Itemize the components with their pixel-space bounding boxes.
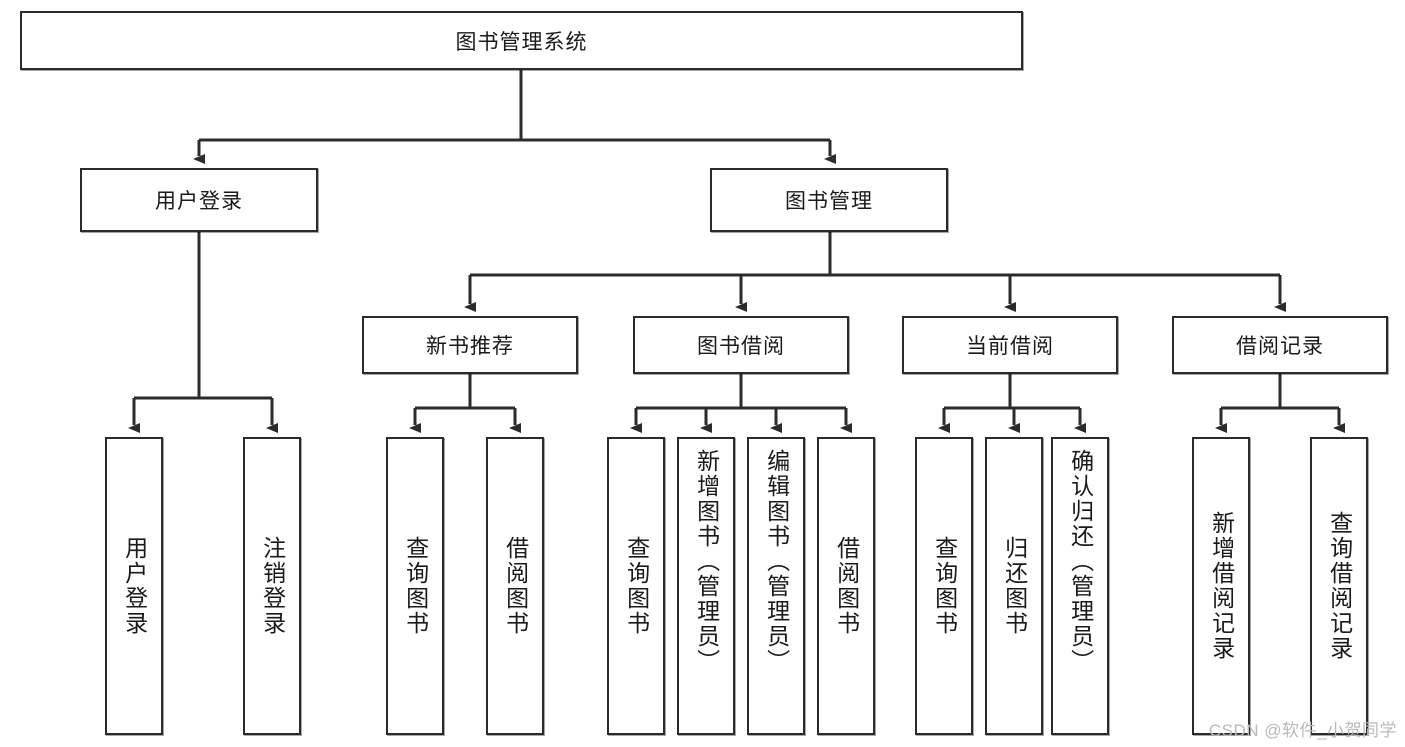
node-leaf-query-book-3[interactable]: 查询图书: [915, 437, 973, 735]
node-leaf-query-record-label: 查询借阅记录: [1326, 511, 1353, 661]
node-leaf-query-book-2[interactable]: 查询图书: [607, 437, 665, 735]
node-book-manage[interactable]: 图书管理: [710, 168, 948, 232]
node-leaf-confirm-return-label: 确认归还（管理员）: [1067, 449, 1094, 674]
node-leaf-user-logout[interactable]: 注销登录: [243, 437, 301, 735]
node-leaf-confirm-return[interactable]: 确认归还（管理员）: [1051, 437, 1109, 735]
node-new-book-recommend[interactable]: 新书推荐: [362, 316, 578, 374]
node-leaf-edit-book[interactable]: 编辑图书（管理员）: [747, 437, 805, 735]
node-user-login[interactable]: 用户登录: [80, 168, 318, 232]
node-root-label: 图书管理系统: [455, 30, 588, 54]
node-leaf-borrow-book-1[interactable]: 借阅图书: [486, 437, 544, 735]
csdn-watermark: CSDN @软件_小贺同学: [1208, 721, 1397, 740]
node-leaf-query-book-2-label: 查询图书: [623, 536, 650, 636]
node-leaf-return-book[interactable]: 归还图书: [985, 437, 1043, 735]
node-leaf-user-logout-label: 注销登录: [259, 536, 286, 636]
node-leaf-borrow-book-1-label: 借阅图书: [502, 536, 529, 636]
node-leaf-add-record-label: 新增借阅记录: [1208, 511, 1235, 661]
node-borrow-record-label: 借阅记录: [1236, 335, 1324, 358]
node-leaf-query-record[interactable]: 查询借阅记录: [1310, 437, 1368, 735]
node-book-borrow-label: 图书借阅: [697, 335, 785, 358]
node-leaf-borrow-book-2-label: 借阅图书: [833, 536, 860, 636]
node-leaf-borrow-book-2[interactable]: 借阅图书: [817, 437, 875, 735]
node-leaf-query-book-1-label: 查询图书: [402, 536, 429, 636]
node-leaf-query-book-1[interactable]: 查询图书: [386, 437, 444, 735]
node-new-book-recommend-label: 新书推荐: [426, 335, 514, 358]
node-current-borrow-label: 当前借阅: [966, 335, 1054, 358]
node-user-login-label: 用户登录: [155, 190, 243, 213]
node-borrow-record[interactable]: 借阅记录: [1172, 316, 1388, 374]
node-leaf-add-record[interactable]: 新增借阅记录: [1192, 437, 1250, 735]
node-root[interactable]: 图书管理系统: [20, 11, 1023, 70]
node-leaf-add-book-label: 新增图书（管理员）: [693, 449, 720, 674]
node-leaf-query-book-3-label: 查询图书: [931, 536, 958, 636]
node-current-borrow[interactable]: 当前借阅: [902, 316, 1118, 374]
node-leaf-add-book[interactable]: 新增图书（管理员）: [677, 437, 735, 735]
node-book-manage-label: 图书管理: [785, 190, 873, 213]
node-book-borrow[interactable]: 图书借阅: [633, 316, 849, 374]
node-leaf-edit-book-label: 编辑图书（管理员）: [763, 449, 790, 674]
node-leaf-return-book-label: 归还图书: [1001, 536, 1028, 636]
node-leaf-user-login-label: 用户登录: [121, 536, 148, 636]
node-leaf-user-login[interactable]: 用户登录: [105, 437, 163, 735]
